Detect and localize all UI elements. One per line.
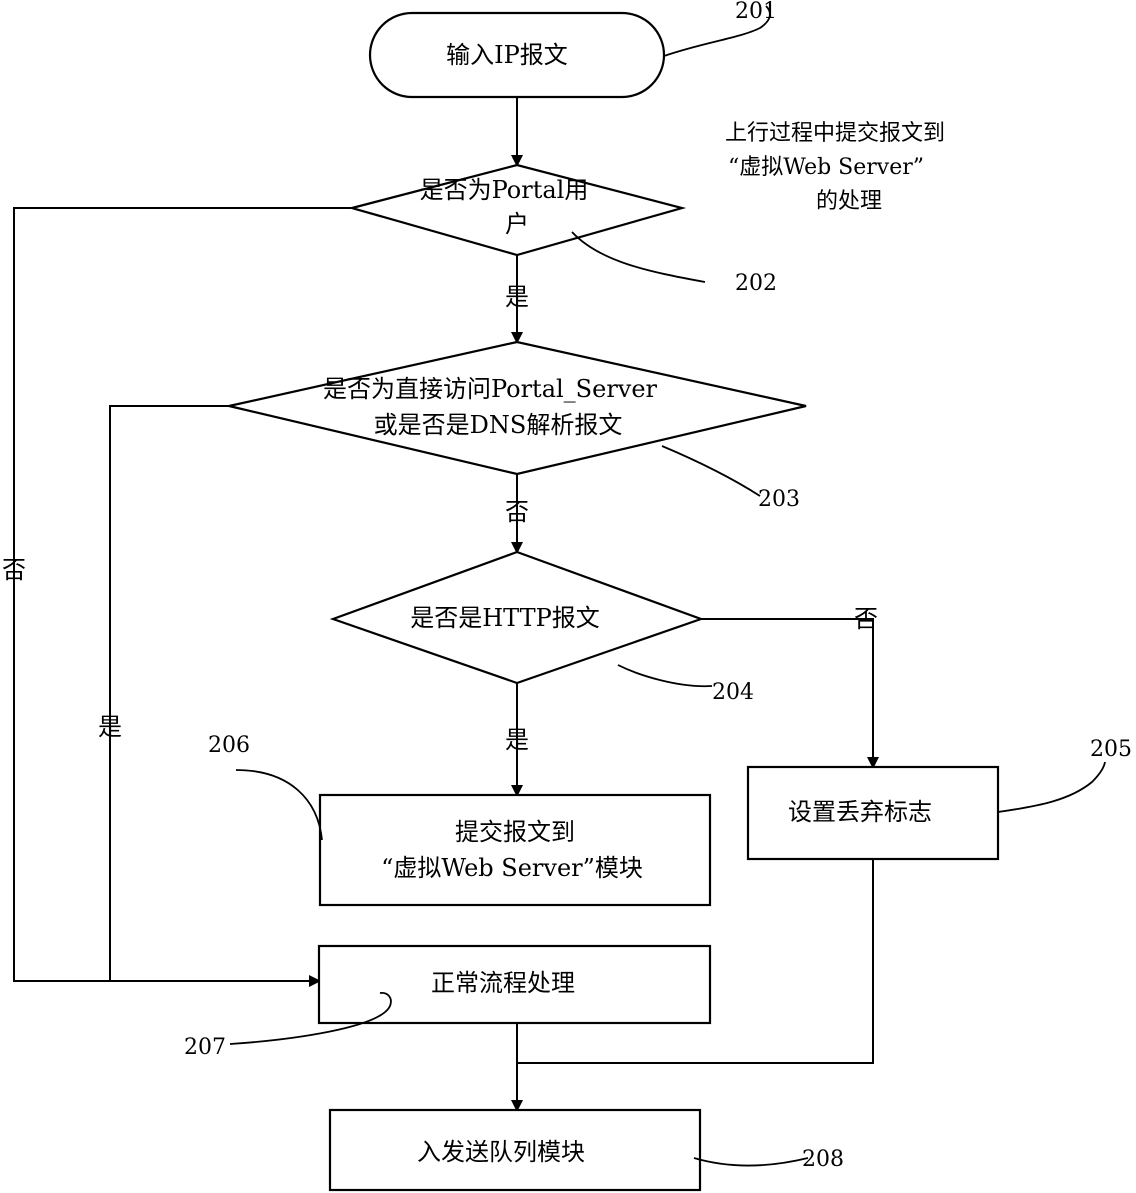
edge-label-direct-yes: 是 <box>98 713 122 741</box>
node-decision-http: 是否是HTTP报文 <box>333 552 701 683</box>
leader-202 <box>572 232 705 282</box>
node-set-discard-flag: 设置丢弃标志 <box>748 767 998 859</box>
ref-202: 202 <box>735 271 777 296</box>
edge-label-http-yes: 是 <box>505 726 529 754</box>
note-line2: “虚拟Web Server” <box>728 155 924 180</box>
decision-direct-access-line1: 是否为直接访问Portal_Server <box>323 375 658 403</box>
node-normal-process: 正常流程处理 <box>319 946 710 1023</box>
edge-label-portal-yes: 是 <box>505 283 529 311</box>
submit-to-virtual-server-line1: 提交报文到 <box>455 818 575 846</box>
process-note: 上行过程中提交报文到 “虚拟Web Server” 的处理 <box>725 121 945 214</box>
edge-label-direct-no: 否 <box>505 498 529 526</box>
ref-204: 204 <box>712 680 754 705</box>
decision-direct-access-shape <box>229 342 806 474</box>
edge-label-portal-no: 否 <box>2 556 26 584</box>
node-submit-to-virtual-server: 提交报文到 “虚拟Web Server”模块 <box>320 795 710 905</box>
ref-207: 207 <box>184 1035 226 1060</box>
node-send-queue: 入发送队列模块 <box>330 1110 700 1190</box>
set-discard-flag-label: 设置丢弃标志 <box>788 798 932 826</box>
leader-208 <box>694 1158 808 1166</box>
decision-direct-access-line2: 或是否是DNS解析报文 <box>374 411 623 439</box>
node-start: 输入IP报文 <box>370 13 664 97</box>
node-decision-portal-user: 是否为Portal用 户 <box>352 165 682 255</box>
ref-208: 208 <box>802 1147 844 1172</box>
edge-direct-yes-to-normal <box>110 406 229 981</box>
decision-portal-user-line2: 户 <box>505 210 529 238</box>
node-decision-direct-access: 是否为直接访问Portal_Server 或是否是DNS解析报文 <box>229 342 806 474</box>
leader-206 <box>236 770 322 840</box>
ref-206: 206 <box>208 733 250 758</box>
edge-portal-no-to-normal <box>14 208 352 981</box>
normal-process-label: 正常流程处理 <box>431 969 575 997</box>
submit-to-virtual-server-shape <box>320 795 710 905</box>
submit-to-virtual-server-line2: “虚拟Web Server”模块 <box>381 854 643 882</box>
leader-205 <box>998 762 1105 812</box>
leader-203 <box>662 446 760 496</box>
decision-http-label: 是否是HTTP报文 <box>410 604 600 632</box>
start-label: 输入IP报文 <box>446 41 568 69</box>
edge-label-http-no: 否 <box>854 605 878 633</box>
decision-portal-user-line1: 是否为Portal用 <box>420 176 589 204</box>
send-queue-label: 入发送队列模块 <box>417 1138 585 1166</box>
ref-203: 203 <box>758 487 800 512</box>
note-line3: 的处理 <box>816 189 882 214</box>
leader-204 <box>618 665 712 686</box>
ref-201: 201 <box>735 0 777 24</box>
note-line1: 上行过程中提交报文到 <box>725 121 945 146</box>
ref-205: 205 <box>1090 737 1132 762</box>
